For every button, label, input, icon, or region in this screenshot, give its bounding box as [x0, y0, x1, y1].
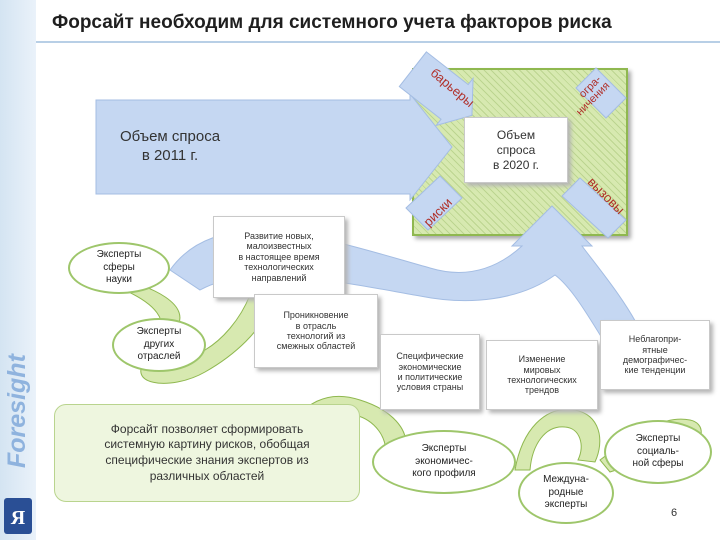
foresight-brand-vertical: Foresight — [4, 352, 31, 468]
summary-box: Форсайт позволяет сформировать системную… — [54, 404, 360, 502]
risks-arrow — [405, 175, 463, 231]
page-number: 6 — [671, 507, 678, 519]
svg-text:Я: Я — [11, 507, 26, 529]
demography-box: Неблагопри- ятные демографичес- кие тенд… — [600, 320, 710, 390]
demand-2020-box: Объем спроса в 2020 г. — [464, 117, 568, 183]
international-connector — [514, 408, 601, 471]
demand-arrow — [95, 92, 453, 202]
experts-economic: Эксперты экономичес- кого профиля — [372, 430, 516, 494]
new-tech-box: Развитие новых, малоизвестных в настояще… — [213, 216, 345, 298]
challenges-arrow — [561, 177, 627, 239]
constraints-arrow — [575, 67, 627, 119]
experts-international: Междуна- родные эксперты — [518, 462, 614, 524]
country-conditions-box: Специфические экономические и политическ… — [380, 334, 480, 410]
left-sidebar — [0, 0, 36, 540]
experts-other-sectors: Эксперты других отраслей — [112, 318, 206, 372]
experts-science: Эксперты сферы науки — [68, 242, 170, 294]
demand-2011-label: Объем спроса в 2011 г. — [119, 128, 221, 164]
svg-text:Foresight: Foresight — [4, 352, 31, 468]
barriers-arrow — [398, 51, 474, 127]
hse-logo-icon: Я — [4, 498, 32, 534]
page-title: Форсайт необходим для системного учета ф… — [52, 12, 612, 33]
world-trends-box: Изменение мировых технологических трендо… — [486, 340, 598, 410]
penetration-box: Проникновение в отрасль технологий из см… — [254, 294, 378, 368]
experts-social: Эксперты социаль- ной сферы — [604, 420, 712, 484]
title-underline — [36, 41, 720, 43]
